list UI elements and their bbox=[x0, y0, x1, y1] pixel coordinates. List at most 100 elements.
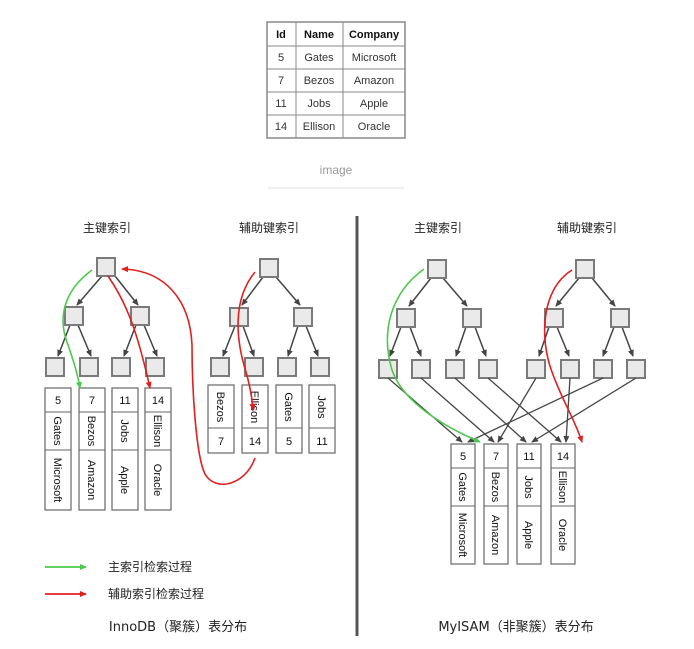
tree-node bbox=[310, 357, 330, 377]
leaf-company: Microsoft bbox=[51, 458, 63, 503]
data-record: 14 Ellison Oracle bbox=[550, 443, 576, 565]
record-name: Gates bbox=[456, 472, 468, 502]
table-cell: Oracle bbox=[358, 121, 390, 133]
tree-node bbox=[210, 357, 230, 377]
myisam-primary-tree-edges bbox=[389, 277, 487, 357]
tree-node bbox=[462, 308, 482, 328]
leaf-name: Bezos bbox=[214, 392, 226, 423]
leaf-name: Ellison bbox=[151, 415, 163, 447]
record-company: Oracle bbox=[556, 519, 568, 551]
innodb-secondary-tree-nodes bbox=[210, 258, 330, 377]
tree-node bbox=[411, 359, 431, 379]
table-header-id: Id bbox=[276, 29, 286, 41]
record-company: Apple bbox=[522, 521, 534, 549]
leaf-record: 14 Ellison Oracle bbox=[144, 387, 172, 511]
leaf-name: Jobs bbox=[118, 419, 130, 443]
record-name: Jobs bbox=[522, 475, 534, 499]
legend-secondary-label: 辅助索引检索过程 bbox=[108, 586, 204, 601]
secondary-leaf-record: Ellison 14 bbox=[241, 384, 269, 454]
table-cell: Gates bbox=[304, 52, 334, 64]
table-cell: Bezos bbox=[304, 75, 335, 87]
leaf-record: 11 Jobs Apple bbox=[111, 387, 139, 511]
table-cell: Apple bbox=[360, 98, 388, 110]
table-cell: Jobs bbox=[307, 98, 331, 110]
myisam-primary-title: 主键索引 bbox=[414, 221, 462, 235]
tree-node bbox=[45, 357, 65, 377]
tree-node bbox=[575, 259, 595, 279]
leaf-name: Bezos bbox=[85, 416, 97, 447]
innodb-primary-tree-nodes bbox=[45, 257, 165, 377]
innodb-primary-search-path bbox=[62, 269, 93, 389]
myisam-data-records: 5 Gates Microsoft 7 Bezos Amazon 11 Jobs… bbox=[450, 443, 576, 565]
leaf-pk: 14 bbox=[249, 436, 261, 448]
leaf-company: Apple bbox=[118, 466, 130, 494]
tree-node bbox=[64, 306, 84, 326]
tree-node bbox=[626, 359, 646, 379]
leaf-pk: 5 bbox=[286, 436, 292, 448]
data-record: 7 Bezos Amazon bbox=[483, 443, 509, 565]
tree-node bbox=[445, 359, 465, 379]
leaf-id: 14 bbox=[152, 395, 164, 407]
myisam-secondary-tree-edges bbox=[538, 277, 634, 357]
leaf-company: Oracle bbox=[151, 464, 163, 496]
myisam-secondary-search-path bbox=[543, 269, 584, 443]
leaf-company: Amazon bbox=[85, 460, 97, 500]
leaf-id: 5 bbox=[55, 395, 61, 407]
record-name: Ellison bbox=[556, 471, 568, 503]
tree-node bbox=[544, 308, 564, 328]
leaf-pk: 7 bbox=[218, 436, 224, 448]
record-id: 14 bbox=[557, 451, 569, 463]
record-company: Amazon bbox=[489, 515, 501, 555]
data-table: Id Name Company 5 Gates Microsoft 7 Bezo… bbox=[266, 21, 406, 139]
record-name: Bezos bbox=[489, 472, 501, 503]
legend: 主索引检索过程 辅助索引检索过程 bbox=[45, 559, 204, 601]
record-id: 5 bbox=[460, 451, 466, 463]
leaf-name: Gates bbox=[282, 392, 294, 422]
data-record: 11 Jobs Apple bbox=[516, 443, 542, 565]
myisam-primary-search-path bbox=[386, 268, 481, 443]
table-cell: 14 bbox=[275, 121, 287, 133]
innodb-secondary-search-path-a bbox=[237, 271, 256, 411]
innodb-secondary-leaves: Bezos 7 Ellison 14 Gates 5 Jobs 11 bbox=[207, 384, 336, 454]
tree-node bbox=[259, 258, 279, 278]
secondary-leaf-record: Bezos 7 bbox=[207, 384, 235, 454]
tree-node bbox=[560, 359, 580, 379]
tree-node bbox=[130, 306, 150, 326]
myisam-data-pointers bbox=[387, 377, 637, 443]
table-cell: 11 bbox=[275, 98, 286, 110]
leaf-name: Ellison bbox=[248, 391, 260, 423]
leaf-record: 5 Gates Microsoft bbox=[44, 387, 72, 511]
tree-node bbox=[277, 357, 297, 377]
secondary-leaf-record: Jobs 11 bbox=[308, 384, 336, 454]
leaf-record: 7 Bezos Amazon bbox=[78, 387, 106, 511]
myisam-footer: MyISAM（非聚簇）表分布 bbox=[438, 620, 593, 635]
tree-node bbox=[478, 359, 498, 379]
tree-node bbox=[610, 308, 630, 328]
record-id: 7 bbox=[493, 451, 499, 463]
tree-node bbox=[111, 357, 131, 377]
myisam-secondary-title: 辅助键索引 bbox=[557, 221, 617, 235]
table-cell: Ellison bbox=[303, 121, 335, 133]
innodb-secondary-title: 辅助键索引 bbox=[239, 221, 299, 235]
tree-node bbox=[593, 359, 613, 379]
leaf-name: Gates bbox=[51, 416, 63, 446]
innodb-primary-leaves: 5 Gates Microsoft 7 Bezos Amazon 11 Jobs… bbox=[44, 387, 172, 511]
tree-node bbox=[427, 259, 447, 279]
table-header-name: Name bbox=[304, 29, 334, 41]
leaf-pk: 11 bbox=[316, 436, 327, 448]
record-company: Microsoft bbox=[456, 513, 468, 558]
innodb-secondary-search-path-b bbox=[121, 266, 256, 485]
table-header-company: Company bbox=[349, 29, 400, 41]
tree-node bbox=[396, 308, 416, 328]
leaf-name: Jobs bbox=[315, 395, 327, 419]
table-cell: 5 bbox=[278, 52, 284, 64]
innodb-primary-title: 主键索引 bbox=[83, 221, 131, 235]
leaf-id: 7 bbox=[89, 395, 95, 407]
myisam-primary-tree-nodes bbox=[378, 259, 498, 379]
legend-primary-label: 主索引检索过程 bbox=[108, 559, 192, 574]
innodb-secondary-search-path-c bbox=[107, 275, 152, 389]
tree-node bbox=[293, 307, 313, 327]
table-cell: Amazon bbox=[354, 75, 394, 87]
secondary-leaf-record: Gates 5 bbox=[275, 384, 303, 454]
